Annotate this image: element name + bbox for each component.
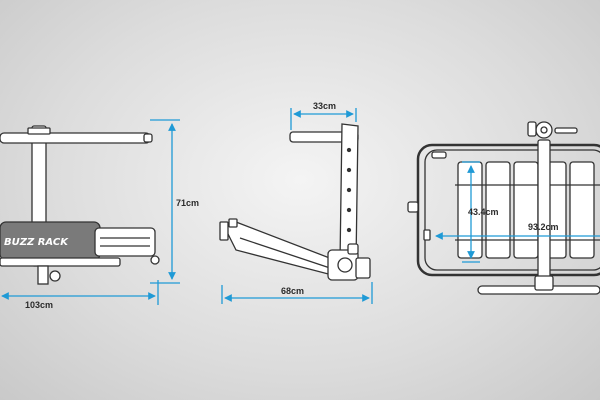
side-arm-label: 33cm bbox=[313, 101, 336, 111]
side-mast bbox=[339, 123, 359, 263]
side-hitch-knob bbox=[337, 257, 353, 273]
front-view-rack bbox=[0, 125, 160, 285]
top-slat bbox=[485, 161, 511, 259]
top-center-mast bbox=[537, 139, 551, 281]
top-clamp-lever bbox=[554, 127, 578, 134]
side-receiver bbox=[355, 257, 371, 279]
top-dimensions bbox=[435, 161, 600, 263]
top-width-label: 93.2cm bbox=[528, 222, 559, 232]
top-view-rack bbox=[407, 121, 600, 295]
front-crossbar-cap bbox=[143, 133, 153, 143]
front-top-crossbar bbox=[0, 132, 151, 144]
side-base-arm bbox=[224, 221, 341, 277]
front-tray bbox=[94, 227, 156, 257]
top-depth-label: 43.4cm bbox=[468, 207, 499, 217]
front-base-bar bbox=[0, 257, 121, 267]
front-mast-collar bbox=[27, 127, 51, 135]
side-length-label: 68cm bbox=[281, 286, 304, 296]
side-view-rack bbox=[219, 123, 371, 281]
brand-logo-text: BUZZ RACK bbox=[4, 237, 69, 248]
side-end-clamp bbox=[219, 221, 229, 241]
front-dimensions bbox=[1, 119, 180, 305]
top-slat bbox=[569, 161, 595, 259]
side-dimensions bbox=[221, 108, 373, 304]
front-hitch-pin bbox=[49, 270, 61, 282]
front-height-label: 71cm bbox=[176, 198, 199, 208]
front-width-label: 103cm bbox=[25, 300, 53, 310]
front-hitch bbox=[37, 265, 49, 285]
front-reflector bbox=[150, 255, 160, 265]
top-left-stub bbox=[407, 201, 419, 213]
top-slat bbox=[513, 161, 539, 259]
